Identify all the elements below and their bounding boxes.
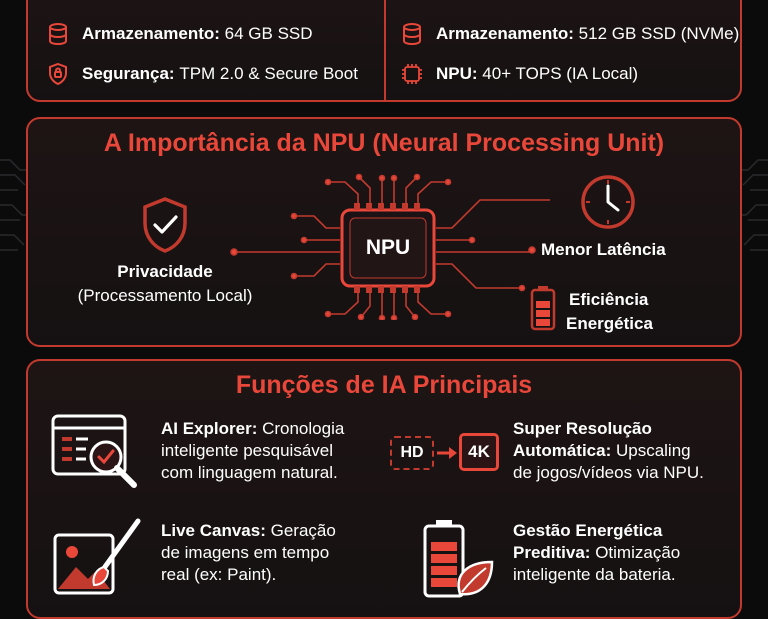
feature-live-canvas: Live Canvas: Geração de imagens em tempo… [161, 520, 376, 586]
feature-ai-explorer: AI Explorer: Cronologia inteligente pesq… [161, 418, 381, 484]
feature-line: Cronologia [257, 419, 345, 438]
spec-value: 40+ TOPS (IA Local) [482, 64, 639, 83]
feature-line: Geração [265, 521, 336, 540]
feature-name-2: Automática: [513, 441, 612, 460]
privacy-subtitle: (Processamento Local) [77, 286, 253, 305]
feature-line: de imagens em tempo [161, 543, 330, 562]
clock-icon [581, 175, 635, 229]
ai-functions-panel [26, 359, 742, 619]
feature-line: Otimização [590, 543, 681, 562]
feature-super-resolution: Super Resolução Automática: Upscaling de… [513, 418, 738, 484]
4k-badge: 4K [459, 433, 499, 471]
feature-name: Gestão Energética [513, 521, 663, 540]
specs-divider [384, 0, 386, 100]
feature-line: Upscaling [611, 441, 691, 460]
feature-line: inteligente da bateria. [513, 565, 676, 584]
battery-leaf-icon [423, 520, 494, 598]
hd-badge: HD [390, 436, 434, 470]
feature-line: com linguagem natural. [161, 463, 338, 482]
npu-chip-label: NPU [365, 236, 411, 259]
efficiency-label-line2: Energética [566, 314, 653, 333]
feature-name: Live Canvas: [161, 521, 266, 540]
feature-line: inteligente pesquisável [161, 441, 334, 460]
feature-line: real (ex: Paint). [161, 565, 277, 584]
feature-line: de jogos/vídeos via NPU. [513, 463, 704, 482]
npu-chip-diagram [230, 173, 550, 320]
ai-explorer-search-icon [51, 414, 137, 488]
battery-icon [530, 286, 556, 331]
hd-label: HD [400, 444, 424, 461]
image-brush-icon [53, 518, 141, 595]
spec-left-security: Segurança: TPM 2.0 & Secure Boot [46, 62, 358, 86]
spec-left-storage: Armazenamento: 64 GB SSD [46, 22, 313, 46]
shield-check-icon [143, 197, 187, 253]
feature-name: AI Explorer: [161, 419, 258, 438]
feature-name: Super Resolução [513, 419, 652, 438]
feature-name-2: Preditiva: [513, 543, 591, 562]
npu-chip-icon [402, 64, 422, 84]
security-shield-icon [49, 62, 67, 86]
latency-label: Menor Latência [541, 240, 666, 259]
functions-title: Funções de IA Principais [235, 371, 533, 399]
npu-section-title: A Importância da NPU (Neural Processing … [103, 129, 665, 157]
4k-label: 4K [468, 442, 490, 461]
spec-right-npu: NPU: 40+ TOPS (IA Local) [400, 62, 638, 86]
arrow-right-icon [437, 447, 457, 459]
spec-right-storage: Armazenamento: 512 GB SSD (NVMe) [400, 22, 739, 46]
feature-energy-management: Gestão Energética Preditiva: Otimização … [513, 520, 738, 586]
spec-label: Segurança: [82, 64, 175, 83]
privacy-title: Privacidade [117, 262, 213, 281]
spec-label: Armazenamento: [82, 24, 220, 43]
efficiency-label-line1: Eficiência [569, 290, 649, 309]
storage-icon [49, 23, 67, 46]
spec-value: TPM 2.0 & Secure Boot [179, 64, 358, 83]
spec-value: 512 GB SSD (NVMe) [578, 24, 740, 43]
spec-label: NPU: [436, 64, 478, 83]
background-circuit-decoration [0, 159, 768, 251]
spec-value: 64 GB SSD [224, 24, 313, 43]
storage-icon [403, 23, 421, 46]
spec-label: Armazenamento: [436, 24, 574, 43]
